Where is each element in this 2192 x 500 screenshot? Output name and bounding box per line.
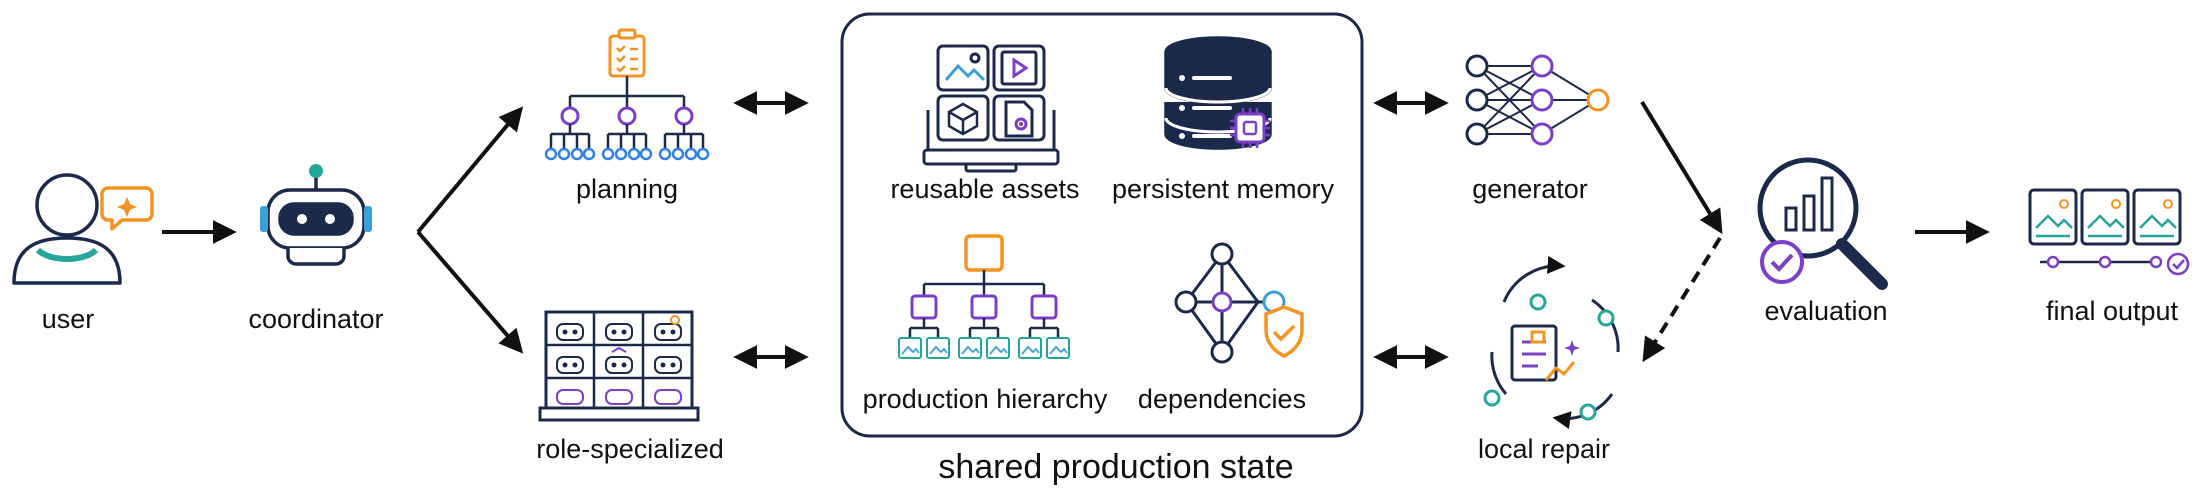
database-icon <box>1164 36 1272 150</box>
label-role-specialized: role-specialized <box>536 434 724 464</box>
label-production-hierarchy: production hierarchy <box>862 384 1108 414</box>
label-generator: generator <box>1472 174 1588 204</box>
shared-state-box <box>840 12 1364 438</box>
label-final-output: final output <box>2045 296 2179 326</box>
label-shared-production-state: shared production state <box>938 448 1294 486</box>
arrow-evaluation-repair <box>1642 236 1722 363</box>
arrow-generator-evaluation <box>1640 100 1723 235</box>
hierarchy-icon <box>898 234 1070 359</box>
label-evaluation: evaluation <box>1764 296 1888 326</box>
dependency-graph-icon <box>1174 242 1304 364</box>
label-persistent-memory: persistent memory <box>1111 174 1335 204</box>
repair-cycle-icon <box>1483 255 1620 430</box>
asset-tray-icon <box>922 44 1060 173</box>
robot-icon <box>260 164 372 266</box>
neural-net-icon <box>1465 54 1610 146</box>
arrow-coordinator-planning <box>416 106 524 234</box>
label-planning: planning <box>575 174 679 204</box>
frames-output-icon <box>2028 188 2190 276</box>
label-dependencies: dependencies <box>1137 384 1307 414</box>
label-coordinator: coordinator <box>248 304 384 334</box>
label-reusable-assets: reusable assets <box>890 174 1080 204</box>
label-user: user <box>41 304 95 334</box>
user-chat-icon <box>12 173 154 285</box>
arrow-coordinator-roles <box>416 230 524 354</box>
agent-tray-icon <box>538 310 700 422</box>
plan-tree-icon <box>544 28 710 161</box>
arrows <box>162 91 1990 369</box>
label-local-repair: local repair <box>1477 434 1611 464</box>
magnifier-chart-icon <box>1757 157 1888 290</box>
